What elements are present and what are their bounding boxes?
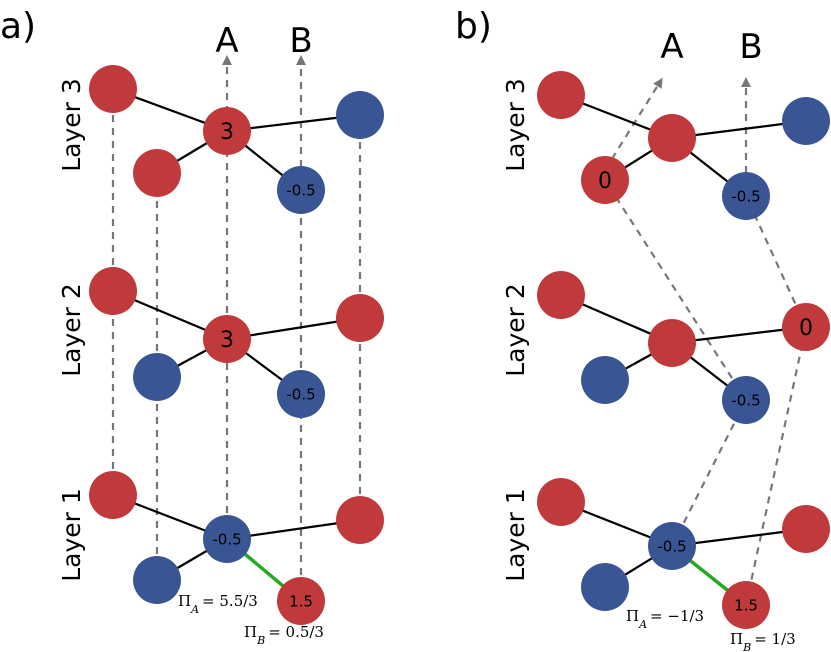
node-value: -0.5 (731, 391, 760, 409)
dashed-connector (744, 326, 808, 606)
layer-label: Layer 1 (501, 488, 530, 582)
red-node (336, 496, 384, 544)
blue-node (133, 556, 181, 604)
arrow-label-a: A (215, 21, 238, 61)
pi-a-label: ΠA= 5.5/3 (178, 592, 258, 616)
blue-node (782, 97, 830, 145)
layer-label: Layer 1 (57, 488, 86, 582)
blue-node (277, 166, 325, 214)
red-node (581, 156, 629, 204)
layer-label: Layer 2 (57, 283, 86, 377)
pi-b-label: ΠB= 1/3 (730, 630, 796, 652)
red-node (537, 71, 585, 119)
layer-label: Layer 3 (501, 78, 530, 172)
red-node (648, 319, 696, 367)
red-node (89, 65, 137, 113)
blue-node (581, 563, 629, 611)
node-value: -0.5 (657, 537, 686, 555)
red-node (336, 294, 384, 342)
red-node (648, 114, 696, 162)
arrow-label-b: B (289, 21, 312, 61)
node-value: 0 (799, 316, 813, 341)
graph-nodes (89, 65, 830, 629)
red-node (782, 303, 830, 351)
panel-label: b) (455, 6, 492, 47)
red-node (537, 478, 585, 526)
arrow-a (604, 77, 663, 171)
node-value: -0.5 (731, 187, 760, 205)
node-value: 1.5 (734, 596, 758, 614)
blue-node (581, 356, 629, 404)
blue-node (648, 522, 696, 570)
arrow-label-b: B (739, 27, 762, 67)
dashed-connector (671, 399, 747, 547)
red-node (277, 577, 325, 625)
node-value: 3 (220, 120, 234, 145)
red-node (203, 315, 251, 363)
arrow-label-a: A (660, 27, 683, 67)
node-value: -0.5 (286, 385, 315, 403)
node-value: -0.5 (212, 530, 241, 548)
layer-label: Layer 2 (501, 283, 530, 377)
red-node (722, 581, 770, 629)
red-node (89, 267, 137, 315)
panel-label: a) (0, 6, 36, 47)
pi-b-label: ΠB= 0.5/3 (244, 623, 324, 647)
red-node (133, 149, 181, 197)
node-value: -0.5 (286, 181, 315, 199)
red-node (537, 271, 585, 319)
pi-a-label: ΠA= −1/3 (626, 607, 704, 631)
red-node (782, 505, 830, 553)
blue-node (722, 376, 770, 424)
node-value: 0 (598, 169, 612, 194)
red-node (89, 471, 137, 519)
blue-node (133, 353, 181, 401)
blue-node (277, 370, 325, 418)
blue-node (203, 515, 251, 563)
dashed-connector (744, 195, 808, 328)
blue-node (336, 91, 384, 139)
red-node (203, 107, 251, 155)
dashed-connector (604, 179, 747, 401)
dashed-lines (111, 55, 808, 606)
node-value: 3 (220, 328, 234, 353)
layer-label: Layer 3 (57, 78, 86, 172)
node-value: 1.5 (289, 592, 313, 610)
blue-node (722, 172, 770, 220)
